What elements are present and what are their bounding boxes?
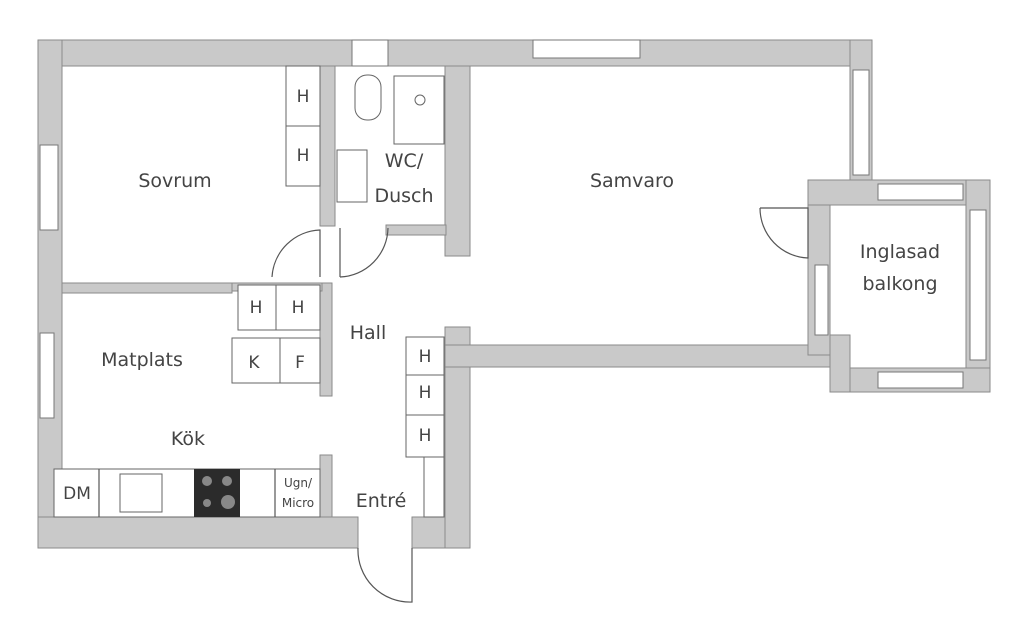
windows — [39, 39, 987, 419]
room-label-hall: Hall — [350, 322, 387, 344]
stove-icon — [194, 469, 240, 517]
room-label-wc: WC/ — [385, 150, 424, 172]
freezer-label: F — [295, 353, 305, 373]
wardrobes — [231, 65, 445, 518]
wardrobe-label: H — [250, 298, 263, 318]
room-label-dusch: Dusch — [374, 185, 433, 207]
wardrobe-label: H — [297, 87, 310, 107]
wardrobe-label: H — [419, 426, 432, 446]
bathroom-fixtures — [336, 74, 445, 203]
room-label-matplats: Matplats — [101, 349, 183, 371]
wardrobe-label: H — [419, 347, 432, 367]
wardrobe-label: H — [419, 383, 432, 403]
room-label-sovrum: Sovrum — [138, 170, 211, 192]
fixture-labels: H H H H K F H H H DM Ugn/ Micro — [63, 87, 431, 510]
kitchen-sink-icon — [119, 473, 163, 513]
kitchen-counter — [53, 468, 321, 518]
oven-label: Ugn/ — [284, 476, 313, 490]
wardrobe-label: H — [297, 146, 310, 166]
room-label-entre: Entré — [356, 490, 407, 512]
room-label-balkong: balkong — [862, 273, 937, 295]
room-label-kok: Kök — [171, 428, 205, 450]
dishwasher-label: DM — [63, 484, 91, 504]
room-label-inglasad: Inglasad — [860, 241, 940, 263]
wardrobe-label: H — [292, 298, 305, 318]
toilet-icon — [354, 74, 382, 121]
shower-icon — [393, 75, 445, 145]
microwave-label: Micro — [282, 496, 314, 510]
room-label-samvaro: Samvaro — [590, 170, 674, 192]
sink-icon — [336, 149, 368, 203]
fridge-label: K — [248, 353, 260, 373]
doors — [271, 207, 809, 603]
